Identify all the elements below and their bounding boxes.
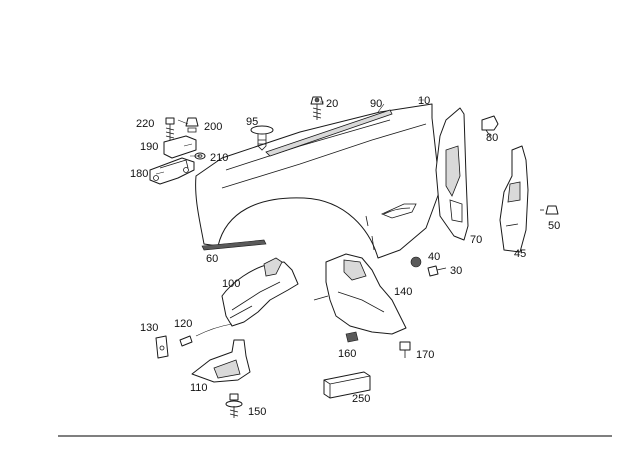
nut-part-200	[185, 117, 199, 133]
label-part-250: 250	[352, 393, 370, 405]
leader-lines	[155, 99, 424, 175]
clip-part-80	[481, 115, 499, 137]
lower-trim-part-60	[201, 239, 267, 251]
label-part-200: 200	[204, 121, 222, 133]
screw-part-150	[225, 393, 243, 418]
label-part-95: 95	[246, 116, 258, 128]
fender-part-10	[195, 103, 441, 259]
label-part-40: 40	[428, 251, 440, 263]
label-part-180: 180	[130, 168, 148, 180]
label-part-140: 140	[394, 286, 412, 298]
label-part-90: 90	[370, 98, 382, 110]
label-part-45: 45	[514, 248, 526, 260]
wheel-housing-liner-part-100	[221, 257, 299, 327]
label-part-60: 60	[206, 253, 218, 265]
molding-strip-part-90	[265, 109, 393, 157]
screw-part-170	[399, 341, 411, 358]
label-part-20: 20	[326, 98, 338, 110]
clip-part-95	[250, 125, 274, 151]
foam-block-part-250	[323, 371, 371, 399]
label-part-110: 110	[190, 382, 208, 394]
screw-part-30	[427, 265, 447, 277]
bracket-assembly-part-180	[149, 157, 195, 185]
lower-liner-part-110	[191, 339, 251, 383]
bracket-part-190	[163, 135, 197, 159]
label-part-10: 10	[418, 95, 430, 107]
label-part-70: 70	[470, 234, 482, 246]
cable-part-120	[179, 323, 233, 347]
screw-part-160	[345, 331, 359, 343]
label-part-210: 210	[210, 152, 228, 164]
cover-part-130	[155, 335, 169, 359]
label-part-160: 160	[338, 348, 356, 360]
grommet-part-40	[410, 256, 422, 268]
label-part-30: 30	[450, 265, 462, 277]
label-part-80: 80	[486, 132, 498, 144]
wheel-housing-part-140	[313, 253, 407, 335]
label-part-100: 100	[222, 278, 240, 290]
label-part-150: 150	[248, 406, 266, 418]
label-part-120: 120	[174, 318, 192, 330]
label-part-220: 220	[136, 118, 154, 130]
label-part-170: 170	[416, 349, 434, 361]
screw-part-20	[310, 96, 324, 120]
side-panel-part-70	[435, 107, 469, 241]
label-part-190: 190	[140, 141, 158, 153]
callout-labels: 10 20 90 95 220 200 190 210 180 80 50 70…	[130, 95, 560, 418]
label-part-130: 130	[140, 322, 158, 334]
bracket-part-45	[499, 145, 529, 253]
screw-part-50	[540, 205, 559, 215]
bolt-part-220	[165, 117, 175, 140]
label-part-50: 50	[548, 220, 560, 232]
